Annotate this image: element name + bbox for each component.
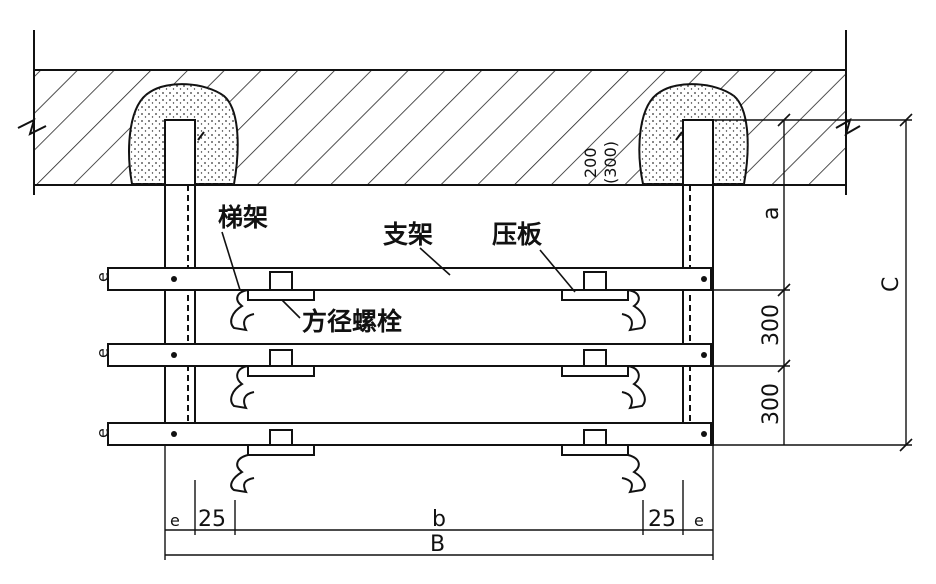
break-mark-right [835,117,861,137]
dim-e-rung-1: e [93,272,112,282]
bracket-rung-2 [107,343,712,367]
leader-ladder [221,231,241,291]
dim-e-right-bottom: e [694,511,704,530]
dim-c: C [879,277,904,292]
dim-width-b: b [432,507,446,532]
clamp-assembly-2-right [561,349,646,410]
label-ladder: 梯架 [218,203,268,232]
leader-clamp [539,249,576,293]
dim-spacing-2: 300 [759,383,784,425]
dim-gap-left: 25 [198,507,226,532]
bracket-rung-1 [107,267,712,291]
dim-e-rung-2: e [93,348,112,358]
bracket-rung-3 [107,422,712,446]
clamp-assembly-2-left [230,349,315,410]
label-bolt: 方径螺栓 [302,307,402,336]
dim-e-rung-3: e [93,428,112,438]
dim-e-left-bottom: e [170,511,180,530]
label-clamp-plate: 压板 [492,220,542,249]
clamp-assembly-3-left [230,429,315,494]
dim-embed-depth-alt: (300) [601,141,620,184]
clamp-assembly-1-left [230,271,315,332]
dim-a: a [759,207,784,220]
dim-width-B: B [430,532,445,557]
clamp-assembly-1-right [561,271,646,332]
dim-gap-right: 25 [648,507,676,532]
dim-embed-depth: 200 [581,147,600,178]
break-mark-left [17,118,47,136]
label-bracket: 支架 [383,220,433,249]
clamp-assembly-3-right [561,429,646,494]
leader-bracket [419,247,451,276]
dim-spacing-1: 300 [759,304,784,346]
leader-bolt [281,299,301,319]
